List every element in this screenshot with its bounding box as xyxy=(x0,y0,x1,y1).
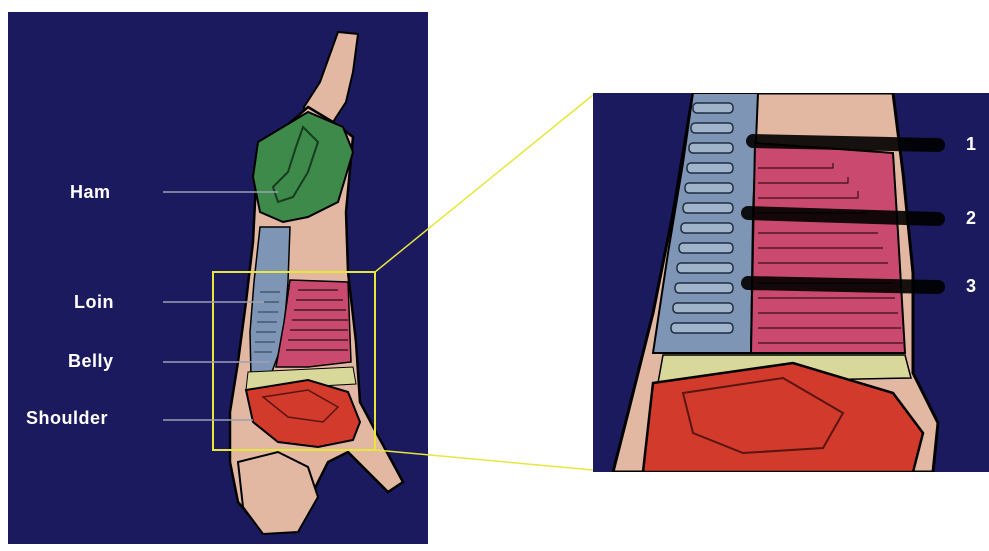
enlarged-section-panel xyxy=(593,93,989,472)
cut-marker-2: 2 xyxy=(966,208,976,229)
shoulder-label: Shoulder xyxy=(26,408,108,429)
carcass-diagram-panel: Ham Loin Belly Shoulder xyxy=(8,12,428,544)
belly-label: Belly xyxy=(68,351,114,372)
loin-label: Loin xyxy=(74,292,114,313)
carcass-illustration xyxy=(8,12,428,544)
enlarged-illustration xyxy=(593,93,989,472)
ham-label: Ham xyxy=(70,182,111,203)
cut-marker-3: 3 xyxy=(966,276,976,297)
cut-marker-1: 1 xyxy=(966,134,976,155)
